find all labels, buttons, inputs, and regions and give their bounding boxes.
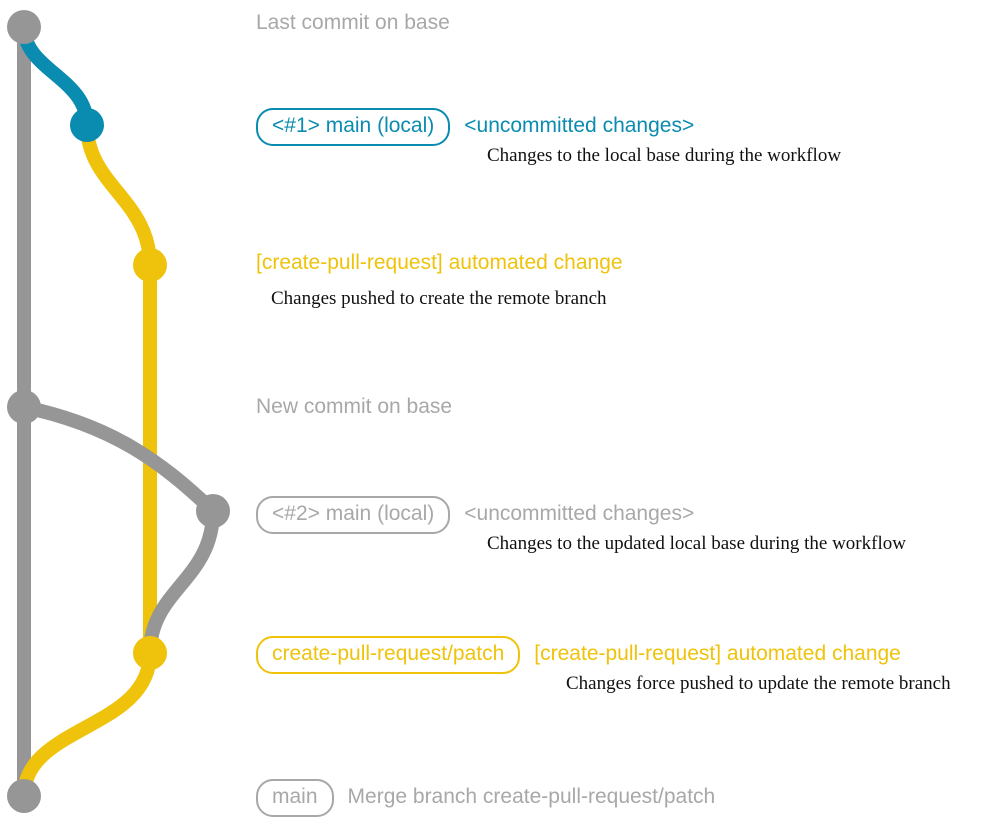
commit-subject-new-commit-on-base: New commit on base: [256, 395, 453, 418]
commit-row-last-commit-on-base: Last commit on base: [256, 11, 450, 35]
ref-badge-main-local-2[interactable]: <#2> main (local): [256, 496, 451, 534]
gray-merge-into-patch-line: [143, 504, 220, 660]
commit-note-main-local-2: Changes to the updated local base during…: [487, 533, 906, 554]
ref-badge-main-local-1[interactable]: <#1> main (local): [256, 108, 451, 146]
commit-row-automated-change-1: [create-pull-request] automated change: [256, 251, 623, 275]
commit-node-local-1[interactable]: [70, 108, 104, 142]
commit-note-automated-change-1: Changes pushed to create the remote bran…: [271, 288, 607, 309]
commit-note-main-local-1: Changes to the local base during the wor…: [487, 145, 842, 166]
commit-row-main-local-1: <#1> main (local) <uncommitted changes>: [256, 108, 694, 146]
commit-subject-main-local-2: <uncommitted changes>: [464, 502, 695, 525]
ref-badge-main[interactable]: main: [256, 779, 334, 817]
commit-node-patch-1[interactable]: [133, 248, 167, 282]
commit-subject-main-local-1: <uncommitted changes>: [464, 114, 695, 137]
commit-subject-automated-change-1: [create-pull-request] automated change: [256, 251, 623, 274]
commit-subject-automated-change-2: [create-pull-request] automated change: [534, 642, 901, 665]
commit-note-automated-change-2: Changes force pushed to update the remot…: [566, 673, 951, 694]
commit-node-base-new[interactable]: [7, 390, 41, 424]
blue-branch-line: [17, 20, 94, 132]
commit-subject-merge-commit: Merge branch create-pull-request/patch: [347, 785, 716, 808]
commit-node-local-2[interactable]: [196, 494, 230, 528]
commit-row-automated-change-2: create-pull-request/patch [create-pull-r…: [256, 636, 901, 674]
commit-node-patch-2[interactable]: [133, 636, 167, 670]
commit-subject-last-commit-on-base: Last commit on base: [256, 11, 450, 34]
commit-row-main-local-2: <#2> main (local) <uncommitted changes>: [256, 496, 694, 534]
yellow-merge-to-base-line: [17, 646, 157, 803]
commit-row-merge-commit: main Merge branch create-pull-request/pa…: [256, 779, 715, 817]
ref-badge-create-pull-request-patch[interactable]: create-pull-request/patch: [256, 636, 521, 674]
yellow-branch-line-1: [80, 118, 157, 272]
commit-row-new-commit-on-base: New commit on base: [256, 395, 452, 419]
commit-node-base-head[interactable]: [7, 10, 41, 44]
gray-branch-line-2: [17, 400, 220, 518]
commit-node-merge[interactable]: [7, 779, 41, 813]
